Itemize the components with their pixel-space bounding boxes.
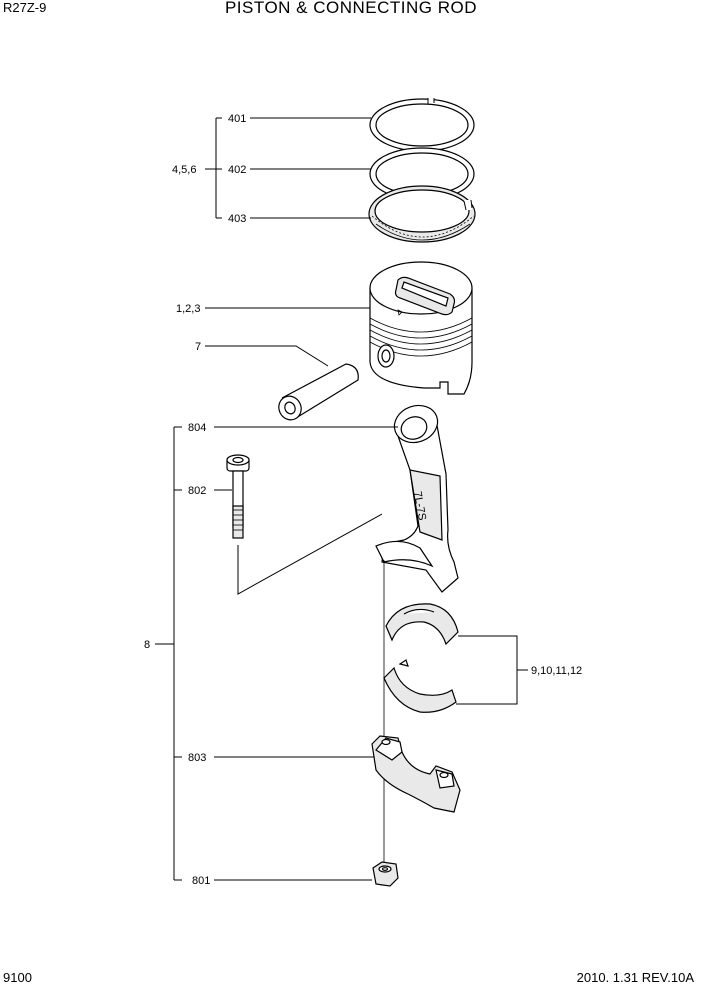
label-rod-assembly: 8 <box>144 639 150 651</box>
label-ring-set: 4,5,6 <box>172 164 196 176</box>
label-pin: 7 <box>195 341 201 353</box>
bearing-lower-shell[interactable] <box>383 659 457 713</box>
piston[interactable] <box>369 261 473 395</box>
oil-ring-403[interactable] <box>368 185 476 243</box>
label-803: 803 <box>188 752 206 764</box>
callout-pin: 7 <box>195 341 329 367</box>
label-401: 401 <box>228 113 246 125</box>
piston-pin[interactable] <box>275 363 359 424</box>
label-piston: 1,2,3 <box>176 303 200 315</box>
label-402: 402 <box>228 164 246 176</box>
callout-small-end: 804 <box>174 422 398 434</box>
page-number: 9100 <box>3 970 32 985</box>
bearing-upper-shell[interactable] <box>385 603 459 646</box>
rod-bolt[interactable] <box>226 454 250 539</box>
piston-ring-401[interactable] <box>369 95 475 152</box>
connecting-rod[interactable]: 7L-7S <box>375 400 459 593</box>
model-code: R27Z-9 <box>3 0 47 15</box>
label-802: 802 <box>188 485 206 497</box>
callout-bolt: 802 <box>174 485 383 595</box>
callout-piston: 1,2,3 <box>176 303 370 315</box>
revision-date: 2010. 1.31 REV.10A <box>576 970 694 985</box>
label-bearings: 9,10,11,12 <box>531 665 582 677</box>
label-801: 801 <box>192 875 210 887</box>
callout-rod-assembly: 8 <box>144 427 175 880</box>
page-title: PISTON & CONNECTING ROD <box>224 0 478 17</box>
label-403: 403 <box>228 213 246 225</box>
rod-cap[interactable] <box>371 735 461 813</box>
rod-marking: 7L-7S <box>411 490 428 521</box>
callout-cap: 803 <box>174 752 374 764</box>
rod-nut[interactable] <box>372 861 399 887</box>
label-804: 804 <box>188 422 206 434</box>
callout-ring-set: 401 402 403 4,5,6 <box>172 113 371 225</box>
callout-nut: 801 <box>174 875 372 887</box>
callout-bearings: 9,10,11,12 <box>456 635 582 705</box>
